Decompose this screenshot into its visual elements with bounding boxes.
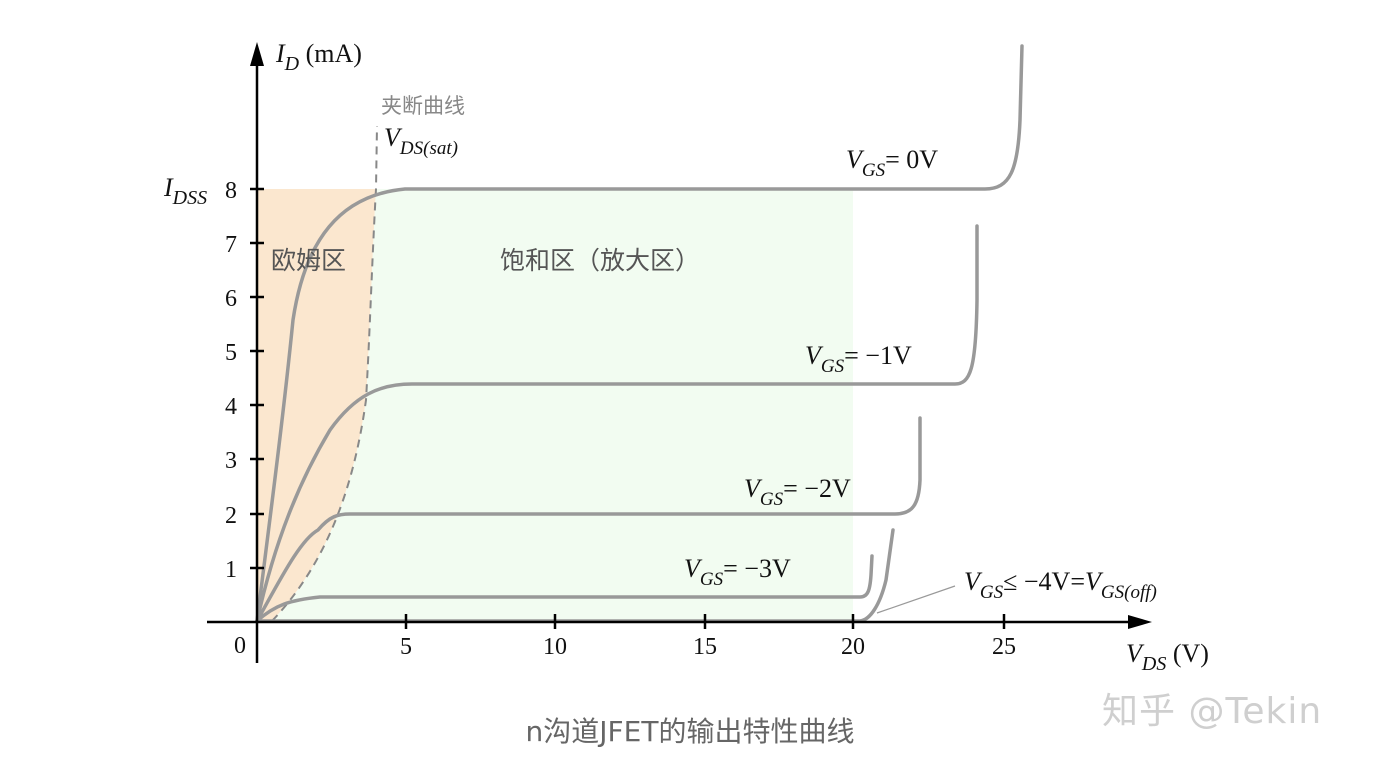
origin-label: 0 xyxy=(234,633,246,659)
y-tick-label: 3 xyxy=(225,448,237,474)
curve-vgs-minus1 xyxy=(255,224,979,623)
saturation-region-label: 饱和区（放大区） xyxy=(500,246,700,275)
y-axis-arrow xyxy=(250,42,264,66)
watermark: 知乎 @Tekin xyxy=(1102,691,1323,732)
label-vgs-minus1: VGS= −1V xyxy=(805,341,912,377)
label-vgs-minus2: VGS= −2V xyxy=(744,474,851,510)
curve-vgs-minus2 xyxy=(255,416,922,623)
ohmic-region-label: 欧姆区 xyxy=(271,246,346,275)
vdssat-label: VDS(sat) xyxy=(384,123,458,159)
vgsoff-leader-line xyxy=(876,585,956,614)
x-tick-label: 25 xyxy=(992,634,1016,660)
y-tick-label: 7 xyxy=(225,232,237,258)
y-tick-label: 6 xyxy=(225,286,237,312)
y-tick-label: 4 xyxy=(225,394,237,420)
label-vgs-0: VGS= 0V xyxy=(846,145,938,181)
chart-caption: n沟道JFET的输出特性曲线 xyxy=(525,715,855,748)
x-ticks xyxy=(404,614,1006,629)
y-tick-label: 2 xyxy=(225,503,237,529)
y-axis-title: ID (mA) xyxy=(275,39,362,75)
x-axis-title: VDS (V) xyxy=(1126,639,1209,675)
x-tick-label: 20 xyxy=(841,634,865,660)
idss-label: IDSS xyxy=(163,173,207,209)
y-tick-label: 1 xyxy=(225,557,237,583)
y-tick-label: 5 xyxy=(225,340,237,366)
pinchoff-title: 夹断曲线 xyxy=(381,94,465,118)
ohmic-region xyxy=(257,189,376,621)
y-ticks xyxy=(250,187,264,570)
label-vgs-minus3: VGS= −3V xyxy=(684,554,791,590)
pinchoff-curve xyxy=(271,125,378,622)
x-axis-arrow xyxy=(1128,615,1152,629)
x-tick-label: 10 xyxy=(543,634,567,660)
x-tick-label: 15 xyxy=(693,634,717,660)
y-tick-label: 8 xyxy=(225,178,237,204)
curve-vgs-0 xyxy=(255,44,1024,623)
x-tick-label: 5 xyxy=(400,634,412,660)
curve-vgs-minus3 xyxy=(255,554,874,623)
label-vgs-off: VGS≤ −4V=VGS(off) xyxy=(964,567,1157,603)
